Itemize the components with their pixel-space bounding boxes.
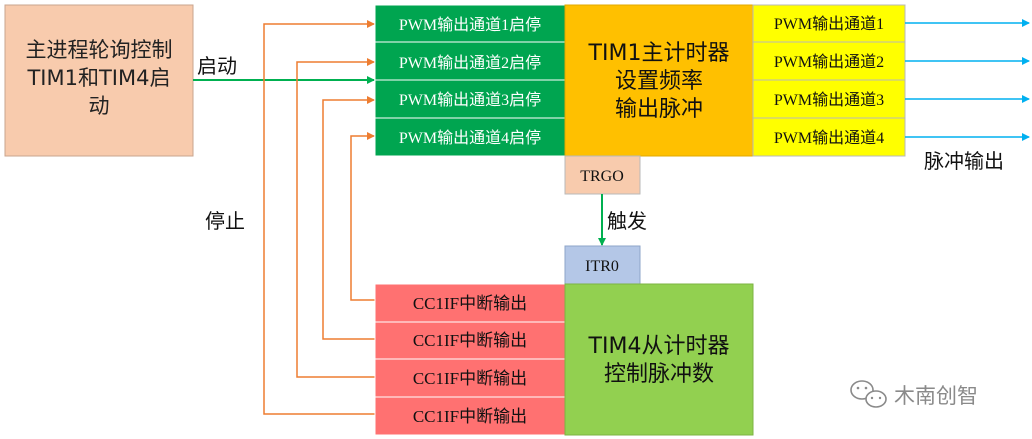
- wechat-icon: [850, 380, 887, 408]
- trgo-node: TRGO: [564, 155, 641, 195]
- main-process-line-1: 主进程轮询控制: [26, 38, 173, 62]
- tim1-line-2: 设置频率: [615, 69, 703, 94]
- cc1if-output-3: CC1IF中断输出: [413, 369, 527, 388]
- trigger-label: 触发: [607, 209, 647, 233]
- itr0-node: ITR0: [564, 245, 641, 285]
- stop-line-2: [296, 58, 375, 378]
- start-connection: 启动: [193, 54, 375, 84]
- pwm-output-1: PWM输出通道1: [774, 15, 884, 33]
- pwm-start-stop-2: PWM输出通道2启停: [399, 54, 541, 72]
- cc1if-output-1: CC1IF中断输出: [413, 294, 527, 313]
- tim1-line-1: TIM1主计时器: [588, 41, 730, 66]
- pwm-start-stop-1: PWM输出通道1启停: [399, 16, 541, 34]
- main-process-line-3: 动: [89, 94, 110, 118]
- pulse-output-arrows: [905, 19, 1030, 141]
- trgo-label: TRGO: [580, 168, 624, 185]
- tim1-line-3: 输出脉冲: [615, 97, 703, 122]
- main-process-line-2: TIM1和TIM4启: [26, 66, 170, 90]
- cc1if-output-2: CC1IF中断输出: [413, 331, 527, 350]
- pwm-output-2: PWM输出通道2: [774, 53, 884, 71]
- pwm-start-stop-column: PWM输出通道1启停 PWM输出通道2启停 PWM输出通道3启停 PWM输出通道…: [374, 4, 566, 157]
- trigger-connection: 触发: [598, 194, 647, 246]
- stop-line-4: [350, 132, 375, 301]
- pwm-output-3: PWM输出通道3: [774, 91, 884, 109]
- stop-line-3: [322, 96, 375, 340]
- tim4-line-2: 控制脉冲数: [604, 362, 714, 387]
- start-label: 启动: [197, 54, 237, 78]
- cc1if-column: CC1IF中断输出 CC1IF中断输出 CC1IF中断输出 CC1IF中断输出: [374, 283, 566, 436]
- pwm-output-4: PWM输出通道4: [774, 129, 884, 147]
- main-process-node: 主进程轮询控制 TIM1和TIM4启 动: [4, 4, 194, 157]
- pwm-start-stop-4: PWM输出通道4启停: [399, 129, 541, 147]
- watermark-text: 木南创智: [894, 384, 978, 408]
- stop-label: 停止: [205, 209, 245, 233]
- watermark: 木南创智: [850, 380, 978, 408]
- cc1if-output-4: CC1IF中断输出: [413, 407, 527, 426]
- pwm-output-column: PWM输出通道1 PWM输出通道2 PWM输出通道3 PWM输出通道4: [752, 4, 906, 157]
- stop-feedback-lines: [263, 20, 375, 415]
- stop-line-1: [263, 20, 375, 415]
- tim4-line-1: TIM4从计时器: [588, 334, 730, 359]
- pulse-output-label: 脉冲输出: [924, 149, 1004, 173]
- tim1-master-timer: TIM1主计时器 设置频率 输出脉冲: [564, 4, 754, 157]
- tim4-slave-timer: TIM4从计时器 控制脉冲数: [564, 283, 754, 436]
- itr0-label: ITR0: [585, 258, 619, 275]
- pwm-start-stop-3: PWM输出通道3启停: [399, 91, 541, 109]
